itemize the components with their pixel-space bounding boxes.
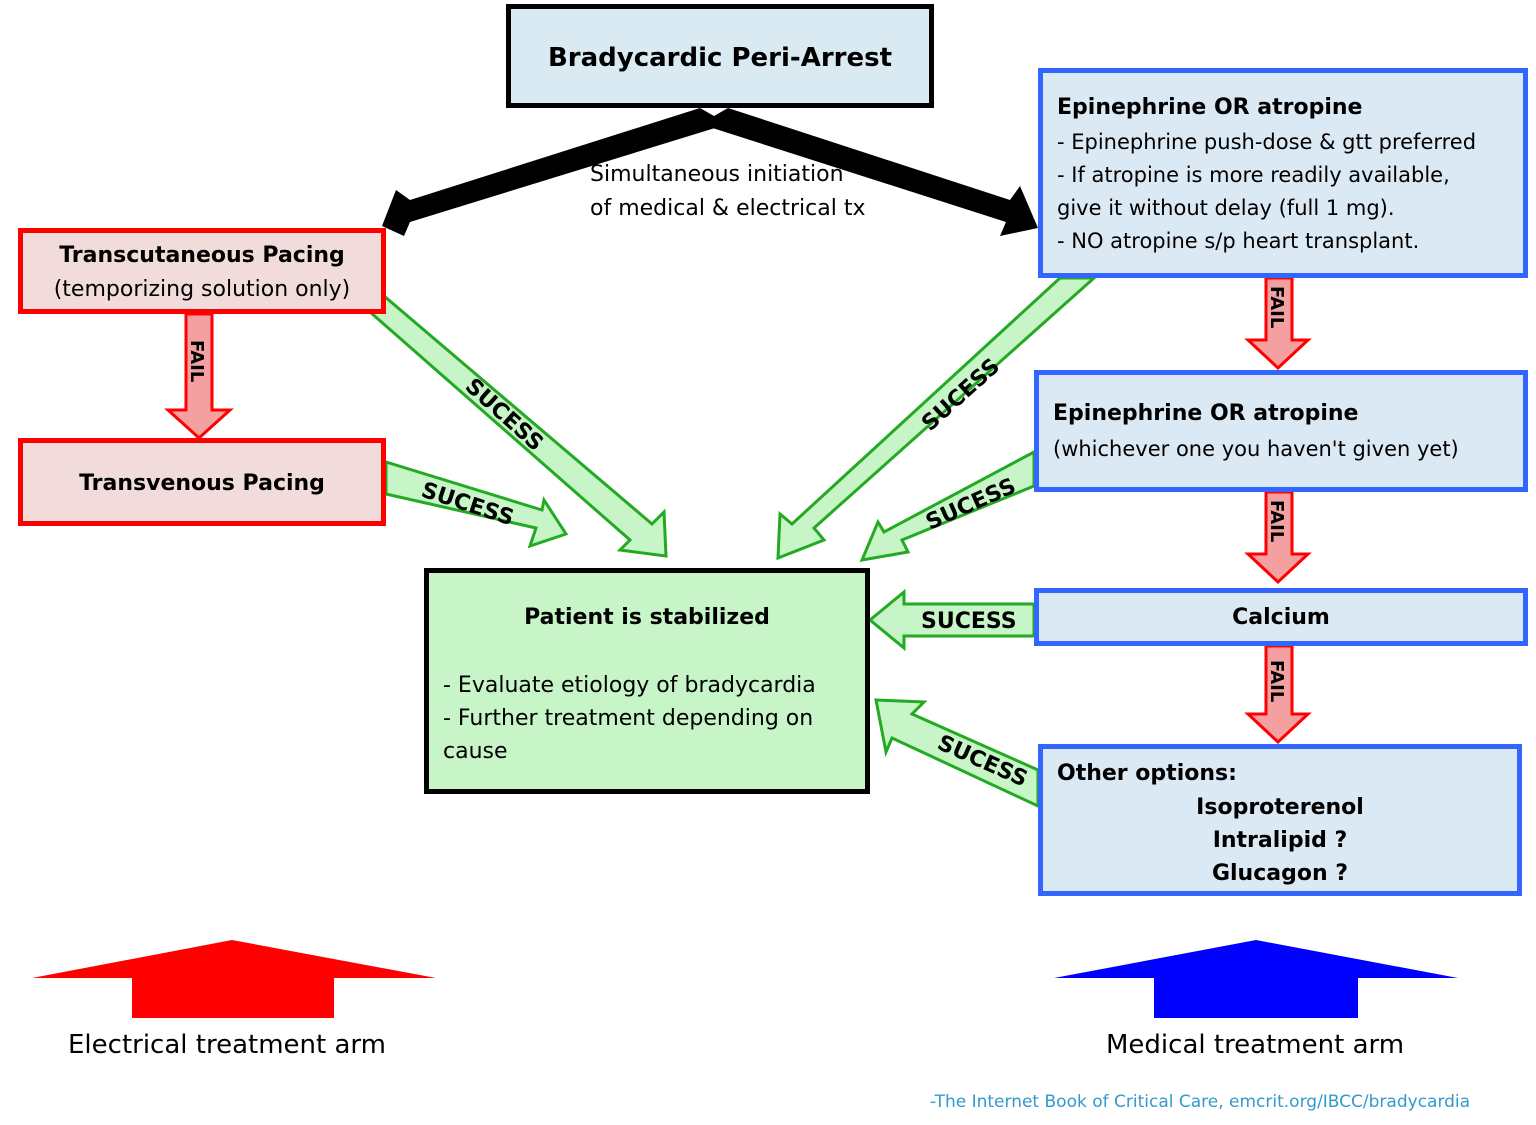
fail-label-calcium: FAIL bbox=[1266, 660, 1287, 702]
simultaneous-line2: of medical & electrical tx bbox=[590, 196, 866, 221]
stabilized-line-3: cause bbox=[443, 739, 508, 764]
epi2-subtitle: (whichever one you haven't given yet) bbox=[1053, 437, 1459, 461]
electrical-arm-label: Electrical treatment arm bbox=[68, 1030, 386, 1060]
epi1-line-3: give it without delay (full 1 mg). bbox=[1057, 196, 1395, 220]
epi1-line-1: - Epinephrine push-dose & gtt preferred bbox=[1057, 130, 1477, 154]
transcutaneous-subtitle: (temporizing solution only) bbox=[53, 277, 351, 302]
calcium-box: Calcium bbox=[1034, 588, 1528, 646]
success-arrow-transcutaneous bbox=[367, 293, 668, 558]
success-arrow-other bbox=[874, 698, 1040, 809]
black-arrow-left bbox=[382, 108, 728, 236]
success-arrow-epi1 bbox=[776, 276, 1098, 561]
black-arrow-right bbox=[700, 108, 1038, 236]
transcutaneous-title: Transcutaneous Pacing bbox=[59, 243, 345, 268]
epi2-title: Epinephrine OR atropine bbox=[1053, 401, 1359, 426]
fail-label-pacing: FAIL bbox=[186, 340, 207, 382]
fail-arrow-pacing bbox=[164, 312, 234, 441]
epi1-line-4: - NO atropine s/p heart transplant. bbox=[1057, 229, 1420, 253]
electrical-arm-arrow bbox=[32, 940, 436, 1018]
title-box: Bradycardic Peri-Arrest bbox=[506, 4, 934, 108]
success-label-calcium: SUCESS bbox=[921, 609, 1017, 634]
fail-arrow-epi2 bbox=[1244, 490, 1312, 585]
success-arrow-calcium bbox=[867, 588, 1036, 652]
other-option-2: Intralipid ? bbox=[1212, 828, 1348, 853]
fail-arrow-epi1 bbox=[1244, 276, 1312, 371]
stabilized-line-1: - Evaluate etiology of bradycardia bbox=[443, 673, 816, 698]
patient-stabilized-box: Patient is stabilized - Evaluate etiolog… bbox=[424, 568, 870, 794]
transvenous-title: Transvenous Pacing bbox=[79, 471, 325, 496]
stabilized-line-2: - Further treatment depending on bbox=[443, 706, 814, 731]
citation-text: -The Internet Book of Critical Care, emc… bbox=[930, 1092, 1471, 1112]
transcutaneous-pacing-box: Transcutaneous Pacing (temporizing solut… bbox=[18, 228, 386, 314]
other-options-title: Other options: bbox=[1057, 761, 1237, 786]
success-label-transcutaneous: SUCESS bbox=[460, 374, 548, 457]
medical-arm-label: Medical treatment arm bbox=[1106, 1030, 1405, 1060]
success-arrow-epi2 bbox=[859, 449, 1036, 562]
other-option-3: Glucagon ? bbox=[1211, 861, 1349, 886]
medical-arm-arrow bbox=[1054, 940, 1458, 1018]
calcium-title: Calcium bbox=[1232, 605, 1330, 630]
epinephrine-atropine-box-2: Epinephrine OR atropine (whichever one y… bbox=[1034, 370, 1528, 492]
transvenous-pacing-box: Transvenous Pacing bbox=[18, 438, 386, 526]
epi1-line-2: - If atropine is more readily available, bbox=[1057, 163, 1450, 187]
simultaneous-line1: Simultaneous initiation bbox=[590, 162, 844, 187]
epinephrine-atropine-box-1: Epinephrine OR atropine - Epinephrine pu… bbox=[1038, 68, 1528, 278]
fail-label-epi1: FAIL bbox=[1266, 286, 1287, 328]
epi1-title: Epinephrine OR atropine bbox=[1057, 95, 1363, 120]
other-option-1: Isoproterenol bbox=[1196, 795, 1364, 820]
other-options-box: Other options: Isoproterenol Intralipid … bbox=[1038, 744, 1522, 896]
title-text: Bradycardic Peri-Arrest bbox=[547, 43, 893, 73]
fail-label-epi2: FAIL bbox=[1266, 500, 1287, 542]
fail-arrow-calcium bbox=[1244, 644, 1312, 745]
success-arrow-transvenous bbox=[384, 459, 569, 549]
stabilized-title: Patient is stabilized bbox=[524, 605, 770, 630]
